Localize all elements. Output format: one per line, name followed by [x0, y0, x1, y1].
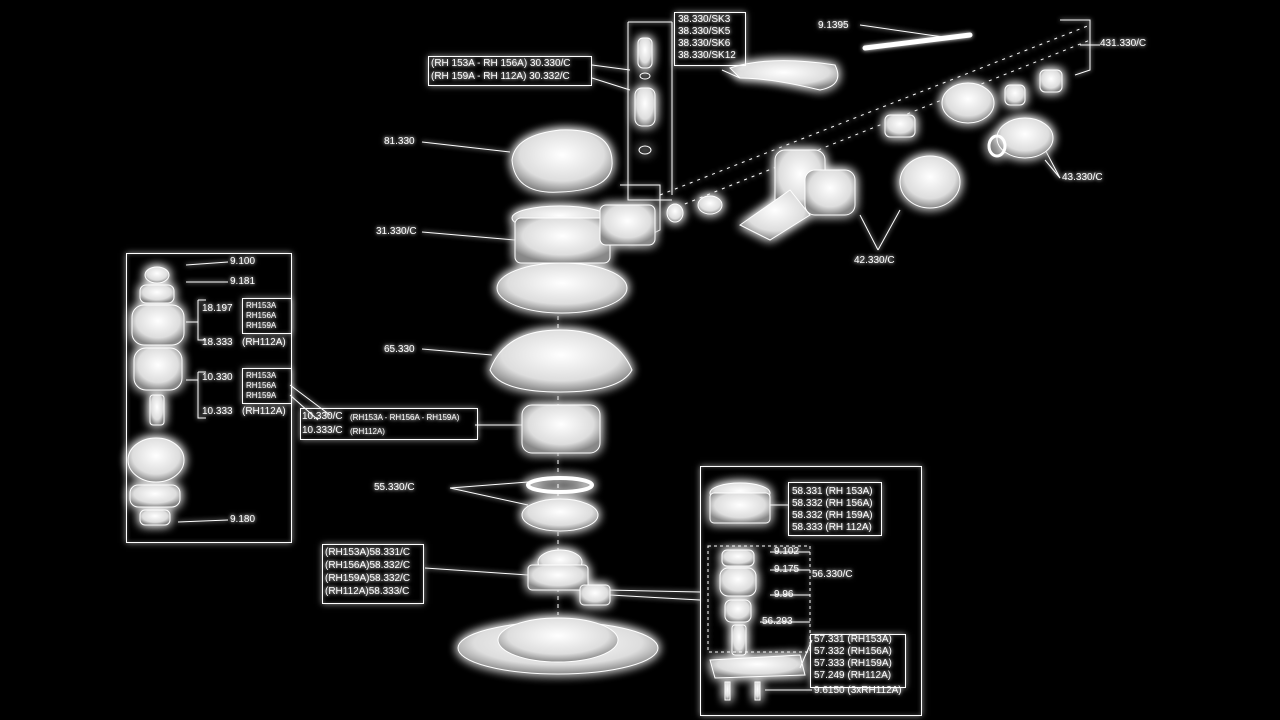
label-9175: 9.175	[774, 564, 800, 575]
label-38330sk3: 38.330/SK3	[678, 14, 731, 25]
label-58331: 58.331 (RH 153A)	[792, 486, 873, 497]
leader-65330	[421, 348, 493, 356]
plate-options-box	[810, 634, 906, 688]
label-9181: 9.181	[230, 276, 256, 287]
label-9100: 9.100	[230, 256, 256, 267]
counterweight-options-box	[788, 482, 882, 536]
label-58332b: 58.332 (RH 159A)	[792, 510, 873, 521]
label-rh156a-1: RH156A	[246, 311, 277, 320]
valve-options-box	[428, 56, 592, 86]
label-rh156a-58332: (RH156A)58.332/C	[325, 560, 411, 571]
label-10333c-model: (RH112A)	[350, 427, 385, 436]
label-10333: 10.333	[202, 406, 233, 417]
right-detail-box	[700, 466, 922, 716]
label-valve-rh153: (RH 153A - RH 156A) 30.330/C	[431, 58, 571, 69]
label-57333: 57.333 (RH159A)	[814, 658, 892, 669]
label-18333: 18.333	[202, 337, 233, 348]
label-55330c: 55.330/C	[374, 482, 415, 493]
label-10330: 10.330	[202, 372, 233, 383]
rh-options-box-2	[242, 368, 292, 404]
label-rh112a-58333: (RH112A)58.333/C	[325, 586, 410, 597]
label-rh159a-58332: (RH159A)58.332/C	[325, 573, 411, 584]
label-56293: 56.293	[762, 616, 793, 627]
label-81330: 81.330	[384, 136, 415, 147]
label-rh153a-1: RH153A	[246, 301, 277, 310]
label-57332: 57.332 (RH156A)	[814, 646, 892, 657]
label-56330c: 56.330/C	[812, 569, 853, 580]
label-rh159a-1: RH159A	[246, 321, 277, 330]
label-rh156a-2: RH156A	[246, 381, 277, 390]
label-valve-rh159: (RH 159A - RH 112A) 30.332/C	[431, 71, 570, 82]
label-10333c: 10.333/C	[302, 425, 343, 436]
label-rh112a-1: (RH112A)	[242, 337, 286, 348]
label-9102: 9.102	[774, 546, 800, 557]
lever-options-box	[674, 12, 746, 66]
label-431330c: 431.330/C	[1100, 38, 1147, 49]
label-57249: 57.249 (RH112A)	[814, 670, 892, 681]
label-38330sk6: 38.330/SK6	[678, 38, 731, 49]
bearing-options-box	[322, 544, 424, 604]
label-rh153a-2: RH153A	[246, 371, 277, 380]
label-58332a: 58.332 (RH 156A)	[792, 498, 873, 509]
label-996: 9.96	[774, 589, 794, 600]
leader-81330	[421, 141, 511, 153]
label-42330c: 42.330/C	[854, 255, 895, 266]
part-grip-cover	[511, 129, 613, 193]
label-65330: 65.330	[384, 344, 415, 355]
label-96150: 9.6150 (3xRH112A)	[814, 685, 902, 696]
label-58333: 58.333 (RH 112A)	[792, 522, 872, 533]
label-91395: 9.1395	[818, 20, 849, 31]
leader-31330	[421, 231, 516, 241]
label-9180: 9.180	[230, 514, 256, 525]
label-rh112a-2: (RH112A)	[242, 406, 286, 417]
label-18197: 18.197	[202, 303, 233, 314]
label-rh159a-2: RH159A	[246, 391, 277, 400]
label-57331: 57.331 (RH153A)	[814, 634, 892, 645]
label-38330sk5: 38.330/SK5	[678, 26, 731, 37]
rh-options-box-1	[242, 298, 292, 334]
label-10330c: 10.330/C	[302, 411, 343, 422]
motor-options-box	[300, 408, 478, 440]
label-rh153a-58331: (RH153A)58.331/C	[325, 547, 411, 558]
label-38330sk12: 38.330/SK12	[678, 50, 736, 61]
label-10330c-models: (RH153A - RH156A - RH159A)	[350, 413, 460, 422]
label-31330c: 31.330/C	[376, 226, 417, 237]
label-43330c: 43.330/C	[1062, 172, 1103, 183]
